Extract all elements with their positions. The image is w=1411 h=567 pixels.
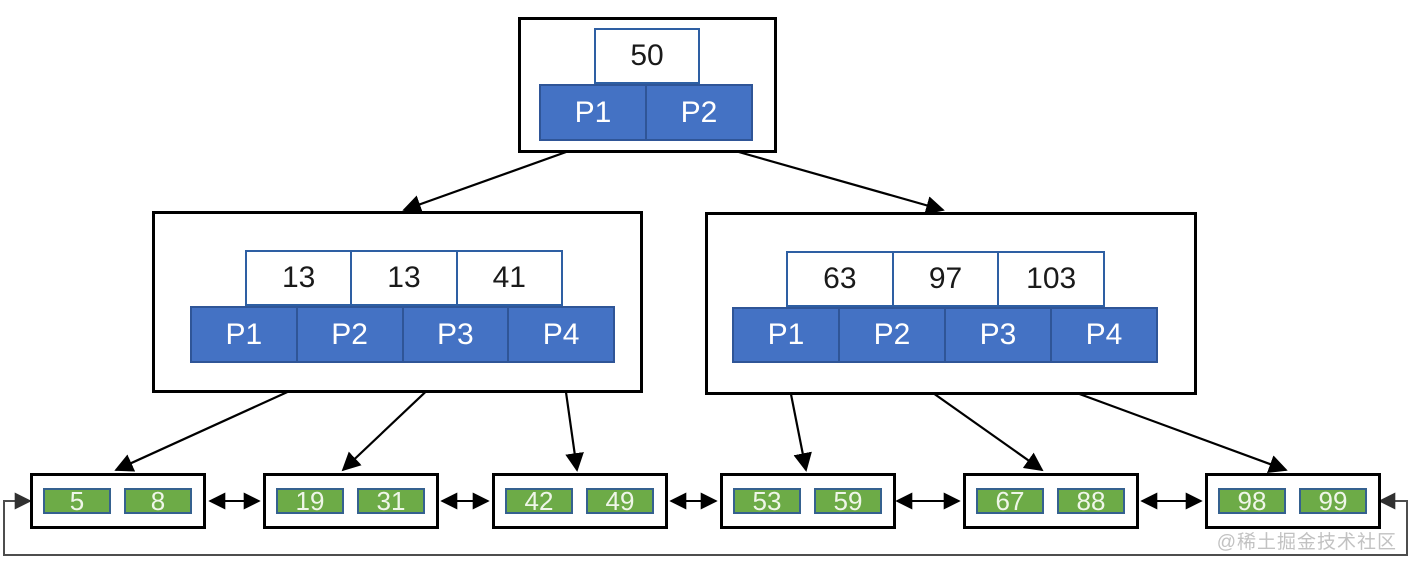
root-key-cell: 50 (594, 28, 700, 84)
root-node: 50 P1 P2 (518, 17, 777, 153)
leaf-node-4: 53 59 (720, 473, 896, 529)
leaf-key-cell: 8 (124, 488, 192, 514)
leaf-key-cell: 49 (586, 488, 654, 514)
leaf-node-3: 42 49 (492, 473, 668, 529)
leaf-key-cell: 88 (1057, 488, 1125, 514)
root-pointer-p2: P2 (645, 86, 751, 139)
leaf-node-1: 5 8 (30, 473, 206, 529)
leaf-key-cell: 53 (733, 488, 801, 514)
left-key-cell-1: 13 (245, 250, 352, 306)
right-key-cell-3: 103 (998, 251, 1106, 307)
leaf-key-cell: 98 (1218, 488, 1286, 514)
leaf-key-cell: 99 (1299, 488, 1367, 514)
leaf-key-cell: 59 (814, 488, 882, 514)
right-key-cell-2: 97 (892, 251, 999, 307)
internal-node-right: 63 97 103 P1 P2 P3 P4 (705, 212, 1197, 395)
right-pointer-p2: P2 (838, 309, 944, 361)
right-pointer-p1: P1 (767, 318, 805, 351)
right-pointer-p4: P4 (1050, 309, 1156, 361)
leaf-key-cell: 67 (976, 488, 1044, 514)
left-pointer-p3: P3 (401, 308, 508, 361)
leaf-key-cell: 42 (505, 488, 573, 514)
left-key-cell-2: 13 (351, 250, 457, 306)
leaf-node-2: 19 31 (263, 473, 439, 529)
right-key-cell-1: 63 (786, 251, 893, 307)
leaf-key-cell: 5 (43, 488, 111, 514)
left-pointer-p2: P2 (295, 308, 402, 361)
edge-root-to-left-internal (402, 140, 595, 214)
internal-node-left: 13 13 41 P1 P2 P3 P4 (152, 211, 643, 393)
edge-leaf-ring-loop (3, 492, 1408, 556)
leaf-node-6: 98 99 (1205, 473, 1381, 529)
leaf-node-5: 67 88 (963, 473, 1139, 529)
leaf-key-cell: 31 (357, 488, 425, 514)
left-pointer-p1: P1 (225, 317, 263, 351)
leaf-key-cell: 19 (276, 488, 344, 514)
root-pointer-p1: P1 (574, 95, 612, 129)
watermark-text: @稀土掘金技术社区 (1216, 532, 1397, 553)
left-pointer-p4: P4 (507, 308, 613, 361)
left-key-cell-3: 41 (456, 250, 563, 306)
right-pointer-p3: P3 (944, 309, 1050, 361)
